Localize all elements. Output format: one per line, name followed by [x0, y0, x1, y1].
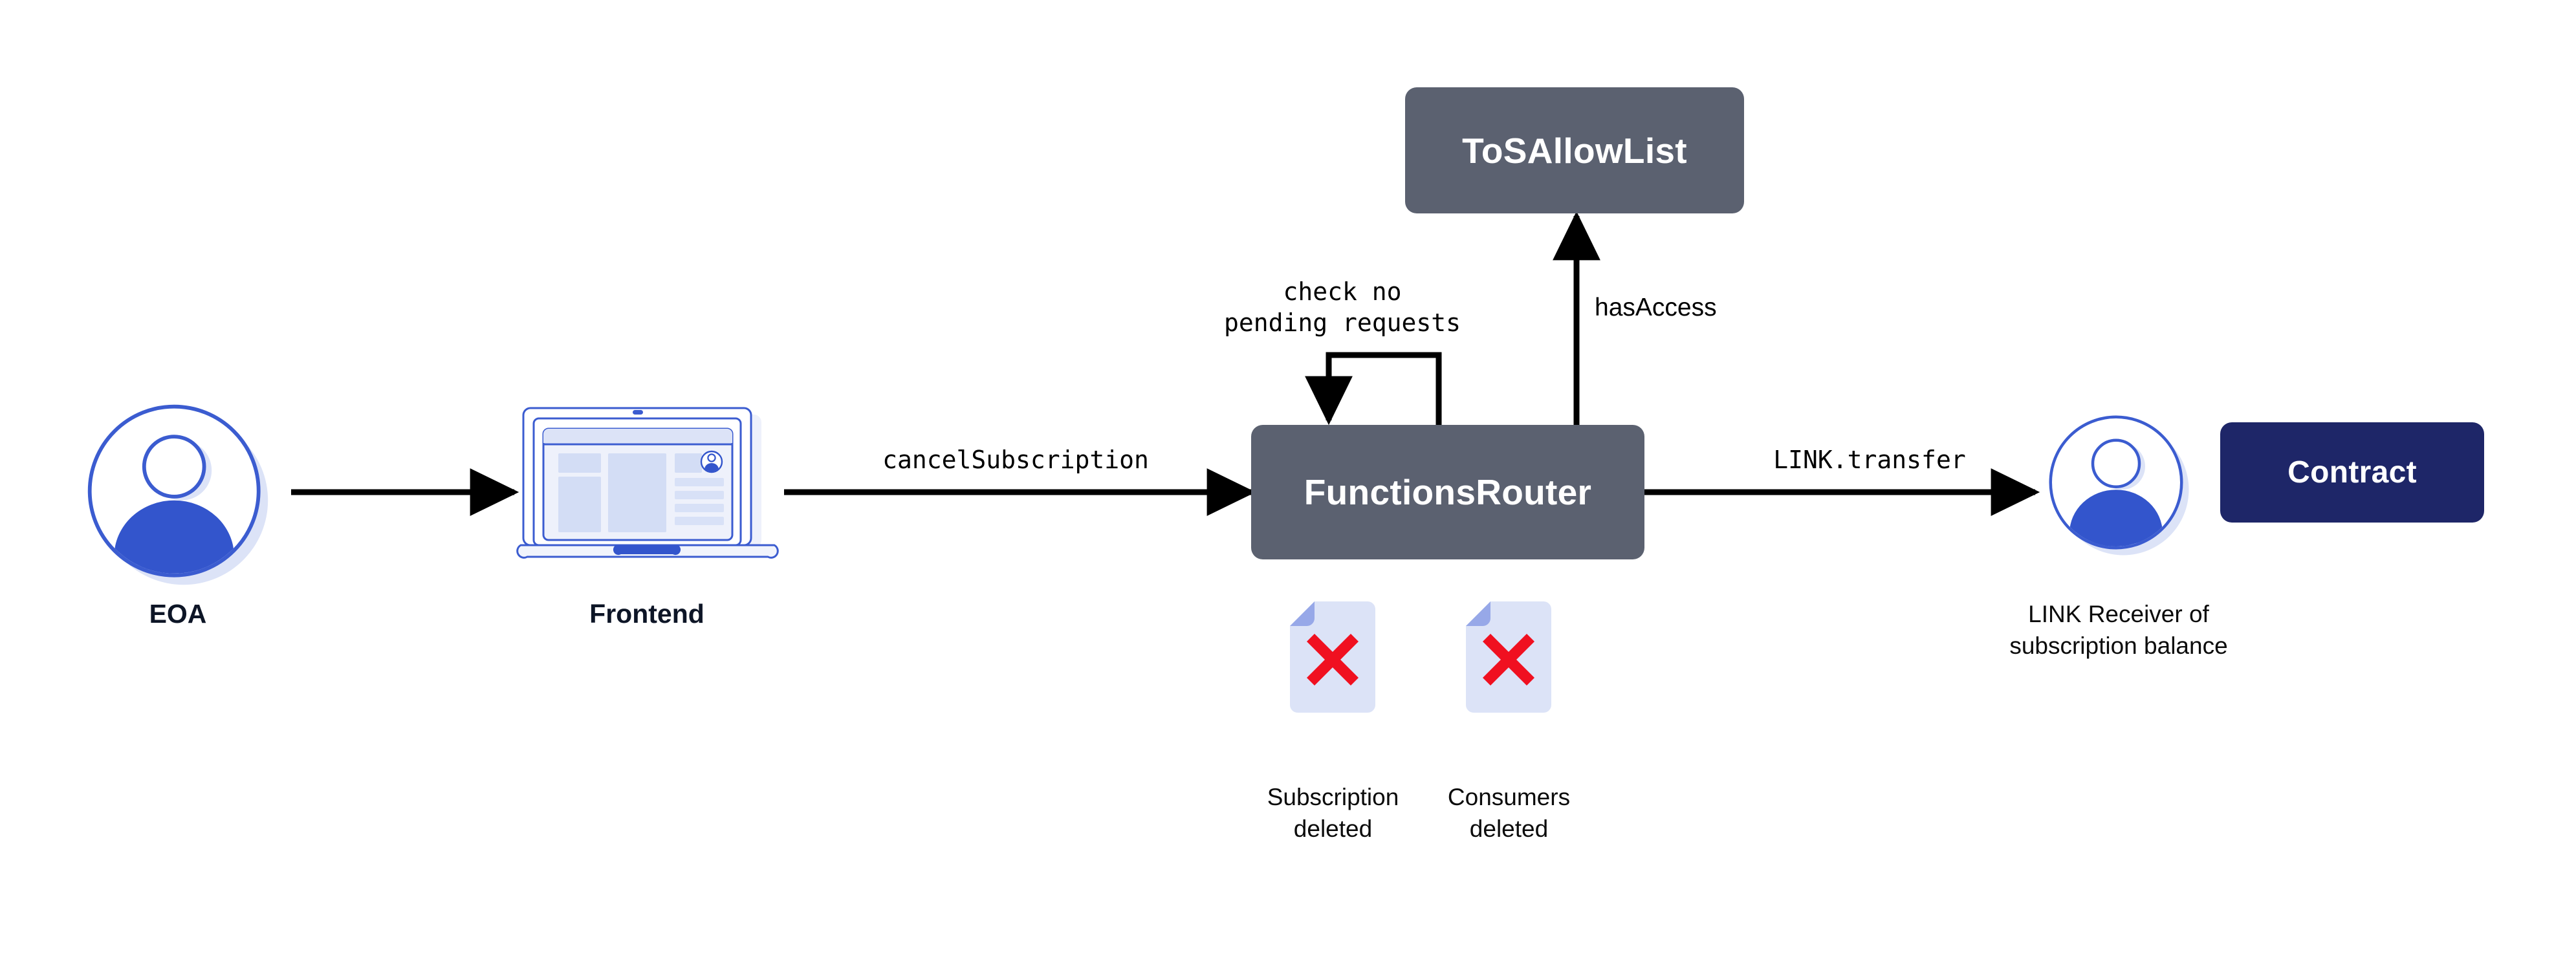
contract-label: Contract	[2287, 455, 2417, 490]
consumers-deleted-label: Consumers deleted	[1447, 784, 1571, 843]
link-receiver-avatar-icon	[2049, 415, 2189, 556]
eoa-avatar-icon	[87, 404, 268, 585]
functions-router-node[interactable]: FunctionsRouter	[1251, 425, 1644, 559]
link-receiver-caption: LINK Receiver of subscription balance	[2009, 601, 2228, 660]
edge-router-self-loop	[1305, 352, 1442, 426]
tos-allowlist-label: ToSAllowList	[1462, 130, 1687, 171]
edge-label-has-access: hasAccess	[1595, 294, 1717, 321]
frontend-laptop-icon	[516, 407, 779, 559]
subscription-deleted-label: Subscription deleted	[1267, 784, 1399, 843]
tos-allowlist-node[interactable]: ToSAllowList	[1405, 87, 1744, 213]
contract-node[interactable]: Contract	[2220, 422, 2484, 523]
edge-label-cancel-subscription: cancelSubscription	[882, 446, 1149, 474]
consumers-deleted-document-icon	[1466, 601, 1551, 713]
edge-label-check-no-pending-requests: check no pending requests	[1223, 277, 1461, 337]
eoa-label: EOA	[149, 599, 207, 629]
functions-router-label: FunctionsRouter	[1304, 472, 1592, 512]
frontend-label: Frontend	[589, 599, 704, 629]
subscription-deleted-document-icon	[1290, 601, 1375, 713]
edge-label-link-transfer: LINK.transfer	[1773, 446, 1966, 474]
